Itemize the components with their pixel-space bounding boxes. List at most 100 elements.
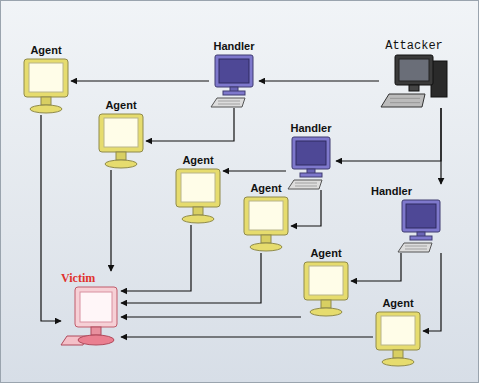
monitor-base: [410, 236, 432, 240]
connector-arrow: [41, 115, 61, 321]
agent-label: Agent: [241, 181, 291, 195]
attacker-computer-icon: [379, 53, 449, 108]
key-row: [218, 101, 240, 102]
monitor-frame: [75, 287, 117, 327]
monitor-base: [30, 105, 62, 113]
connector-arrow: [121, 316, 301, 317]
monitor-neck: [261, 235, 271, 243]
connector-arrow: [146, 108, 234, 141]
monitor-frame: [244, 197, 288, 235]
key-row: [218, 104, 240, 105]
keyboard: [211, 98, 245, 107]
monitor-screen: [80, 292, 112, 322]
keyboard: [398, 243, 432, 252]
agent-computer-icon: [96, 112, 146, 170]
agent-computer-icon: [173, 167, 223, 225]
agent-label: Agent: [21, 43, 71, 57]
monitor-frame: [402, 200, 440, 232]
connector-arrow: [259, 80, 379, 81]
attacker-label: Attacker: [379, 39, 449, 53]
monitor-base: [223, 91, 245, 95]
monitor-base: [382, 358, 414, 366]
agent-computer-icon: [373, 310, 423, 368]
monitor-screen: [104, 118, 138, 147]
monitor-frame: [292, 137, 330, 169]
connector-arrow: [423, 253, 441, 331]
monitor-frame: [99, 114, 143, 152]
handler-computer-icon: [396, 198, 446, 253]
monitor-screen: [399, 59, 429, 81]
agent-label: Agent: [96, 98, 146, 112]
handler-node: Handler: [371, 184, 446, 253]
connector-arrow: [121, 253, 261, 303]
monitor-screen: [29, 63, 63, 92]
connector-arrow: [223, 170, 286, 171]
monitor-base: [105, 160, 137, 168]
monitor-screen: [296, 141, 326, 165]
key-row: [295, 186, 317, 187]
monitor-base: [310, 308, 342, 316]
agent-computer-icon: [301, 260, 351, 318]
keyboard: [381, 94, 425, 107]
agent-label: Agent: [301, 246, 351, 260]
key-row: [405, 249, 427, 250]
key-row: [390, 102, 420, 103]
monitor-neck: [91, 327, 101, 335]
monitor-screen: [309, 266, 343, 295]
monitor-frame: [215, 55, 253, 87]
handler-computer-icon: [286, 135, 336, 190]
agent-label: Agent: [373, 296, 423, 310]
monitor-neck: [193, 207, 203, 215]
handler-node: Handler: [209, 39, 259, 108]
agent-node: Agent: [96, 98, 146, 170]
monitor-screen: [181, 173, 215, 202]
agent-computer-icon: [21, 57, 71, 115]
agent-node: Agent: [301, 246, 351, 318]
monitor-base: [250, 243, 282, 251]
key-row: [405, 246, 427, 247]
key-row: [390, 98, 420, 99]
connector-arrow: [121, 336, 373, 337]
key-row: [295, 183, 317, 184]
monitor-neck: [409, 85, 419, 91]
handler-label: Handler: [286, 121, 336, 135]
connector-arrow: [121, 225, 191, 291]
monitor-frame: [376, 312, 420, 350]
monitor-frame: [395, 55, 433, 85]
connector-arrow: [291, 190, 321, 226]
keyboard: [288, 180, 322, 189]
handler-label: Handler: [371, 184, 446, 198]
attacker-node: Attacker: [379, 39, 449, 108]
monitor-frame: [176, 169, 220, 207]
handler-label: Handler: [209, 39, 259, 53]
monitor-base: [300, 173, 322, 177]
connector-arrow: [440, 108, 441, 184]
connector-arrow: [110, 170, 111, 271]
monitor-screen: [406, 204, 436, 228]
monitor-neck: [393, 350, 403, 358]
victim-node: Victim: [61, 271, 121, 347]
agent-computer-icon: [241, 195, 291, 253]
monitor-neck: [116, 152, 126, 160]
victim-computer-icon: [61, 285, 121, 347]
monitor-screen: [381, 316, 415, 345]
monitor-base: [78, 335, 114, 345]
monitor-base: [182, 215, 214, 223]
agent-node: Agent: [373, 296, 423, 368]
handler-node: Handler: [286, 121, 336, 190]
monitor-neck: [41, 97, 51, 105]
agent-node: Agent: [241, 181, 291, 253]
monitor-screen: [219, 59, 249, 83]
agent-label: Agent: [173, 153, 223, 167]
monitor-frame: [304, 262, 348, 300]
handler-computer-icon: [209, 53, 259, 108]
connector-arrow: [336, 108, 441, 161]
agent-node: Agent: [21, 43, 71, 115]
victim-label: Victim: [61, 271, 121, 285]
connector-arrow: [351, 253, 401, 281]
monitor-screen: [249, 201, 283, 230]
monitor-frame: [24, 59, 68, 97]
monitor-neck: [321, 300, 331, 308]
agent-node: Agent: [173, 153, 223, 225]
